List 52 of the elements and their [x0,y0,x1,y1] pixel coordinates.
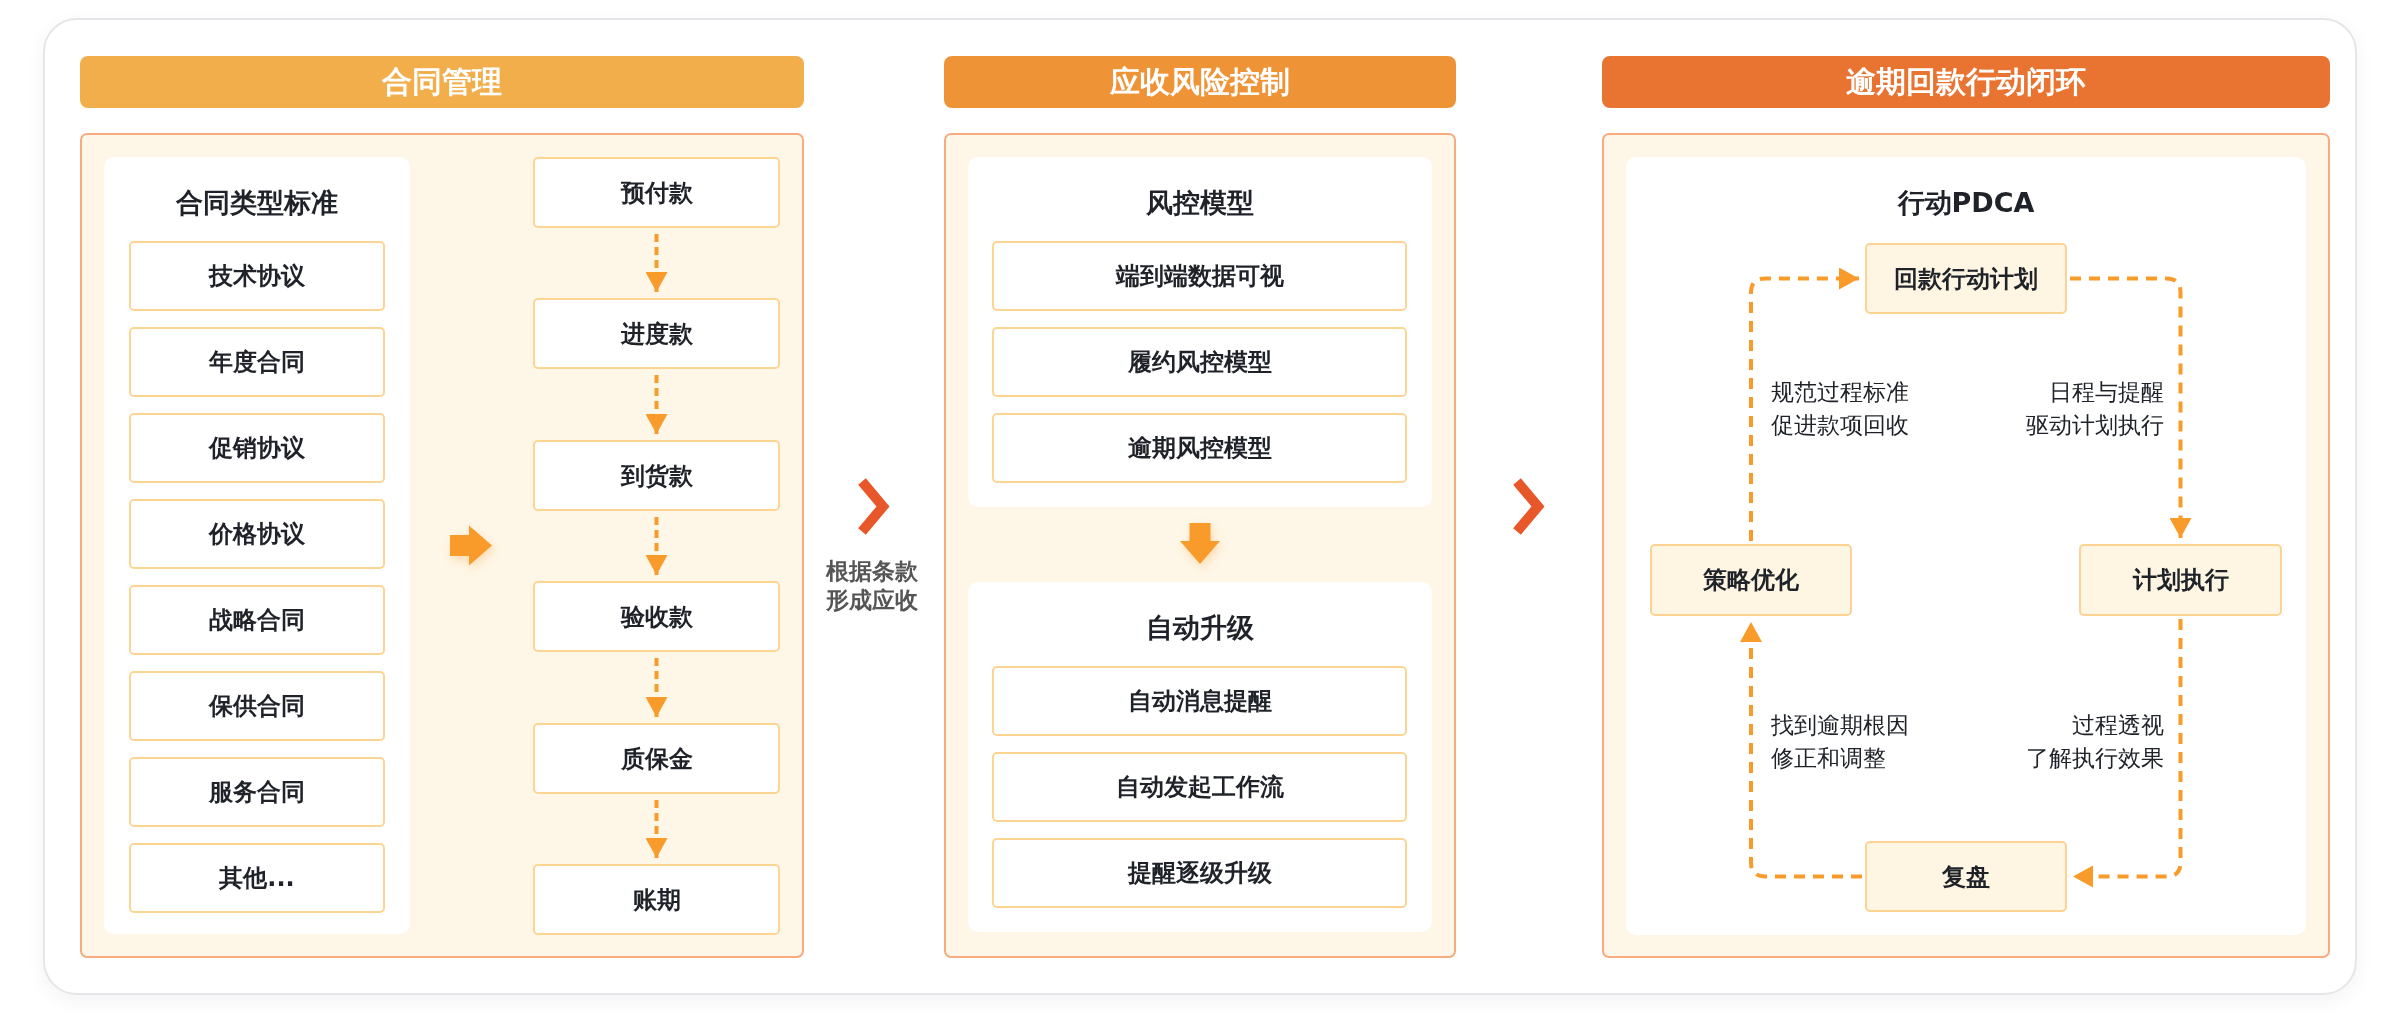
section-header: 合同管理 [80,56,804,108]
section-panel [80,133,804,958]
category-box: 技术协议 [129,241,385,311]
dashed-arrow [2073,619,2183,888]
block-arrow [1180,523,1220,564]
dashed-arrow [645,375,668,434]
dashed-arrow [645,517,668,575]
payment-stage-box: 预付款 [533,157,780,228]
process-step-box: 复盘 [1865,841,2067,912]
category-box: 促销协议 [129,413,385,483]
category-box: 服务合同 [129,757,385,827]
category-box: 年度合同 [129,327,385,397]
group-title: 行动PDCA [1897,186,2035,220]
group-panel [968,582,1432,932]
feature-box: 端到端数据可视 [992,241,1407,311]
edge-label: 根据条款形成应收 [826,557,918,615]
feature-box: 提醒逐级升级 [992,838,1407,908]
group-title: 风控模型 [1146,186,1254,220]
section-panel [944,133,1456,958]
category-box: 保供合同 [129,671,385,741]
edge-label: 日程与提醒驱动计划执行 [2026,378,2164,440]
dashed-arrow [645,800,668,858]
section-header: 应收风险控制 [944,56,1456,108]
group-title: 自动升级 [1146,611,1254,645]
category-box: 价格协议 [129,499,385,569]
dashed-arrow [1749,267,1859,541]
block-arrow [450,525,492,566]
edge-label: 找到逾期根因修正和调整 [1771,711,1909,773]
feature-box: 自动消息提醒 [992,666,1407,736]
section-header: 逾期回款行动闭环 [1602,56,2330,108]
process-step-box: 计划执行 [2079,544,2282,616]
dashed-arrow [2070,276,2192,538]
feature-box: 逾期风控模型 [992,413,1407,483]
dashed-arrow [1740,622,1862,879]
payment-stage-box: 账期 [533,864,780,935]
edge-label: 过程透视了解执行效果 [2026,711,2164,773]
feature-box: 自动发起工作流 [992,752,1407,822]
payment-stage-box: 质保金 [533,723,780,794]
dashed-arrow [645,234,668,292]
group-panel [104,157,410,934]
process-step-box: 策略优化 [1650,544,1852,616]
dashed-arrow [645,658,668,717]
payment-stage-box: 进度款 [533,298,780,369]
group-panel [968,157,1432,507]
payment-stage-box: 验收款 [533,581,780,652]
category-box: 其他... [129,843,385,913]
payment-stage-box: 到货款 [533,440,780,511]
edge-label: 规范过程标准促进款项回收 [1771,378,1909,440]
category-box: 战略合同 [129,585,385,655]
process-step-box: 回款行动计划 [1865,243,2067,314]
feature-box: 履约风控模型 [992,327,1407,397]
group-title: 合同类型标准 [176,186,338,220]
